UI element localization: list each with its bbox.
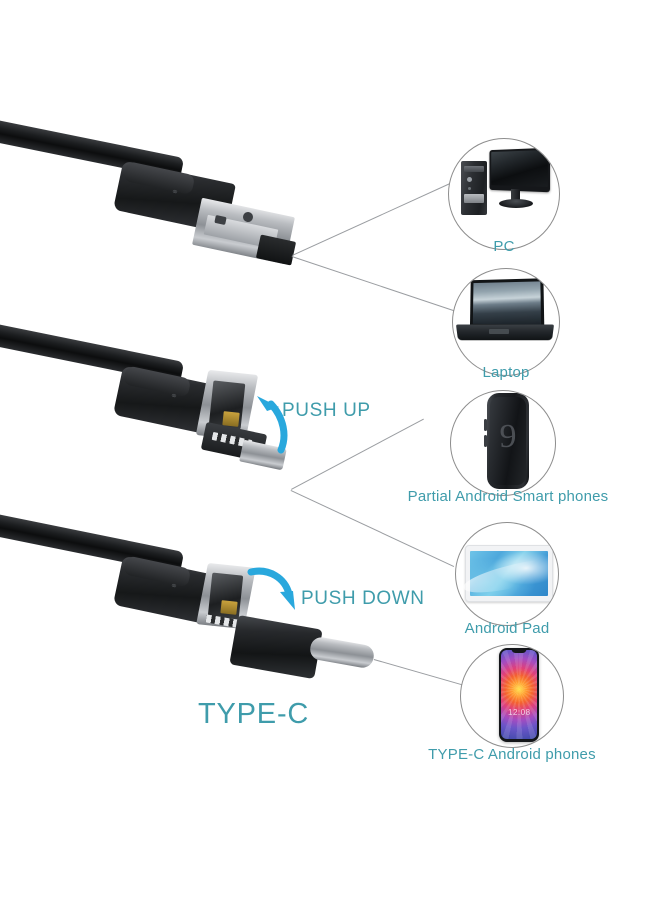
tablet-wallpaper-wave <box>460 552 558 599</box>
device-circle-pc[interactable] <box>448 138 560 250</box>
device-circle-typec-phone[interactable]: 12:08 <box>460 644 564 748</box>
push-up-label: PUSH UP <box>282 400 371 421</box>
laptop-trackpad <box>489 329 509 334</box>
connector-line-pc <box>292 182 452 256</box>
device-circle-laptop[interactable] <box>452 268 560 376</box>
monitor-screen <box>491 149 548 187</box>
connector-line-laptop <box>291 256 458 313</box>
micro-usb-gold-contacts <box>222 411 240 427</box>
push-down-label: PUSH DOWN <box>301 588 425 609</box>
smartphone-icon: 9 <box>487 393 529 489</box>
usb-c-plug-body <box>229 614 323 680</box>
device-circle-android-pad[interactable] <box>455 522 559 626</box>
device-circle-android-phone[interactable]: 9 <box>450 390 556 496</box>
smartphone-screen: 9 <box>490 397 526 485</box>
type-c-label: TYPE-C <box>198 698 310 730</box>
usb-c-oval-tip <box>308 635 376 670</box>
smartphone-side-buttons <box>484 419 487 431</box>
typec-phone-notch <box>511 648 527 653</box>
micro-usb-gold-contacts-row3 <box>220 600 238 615</box>
device-label-laptop: Laptop <box>482 364 530 381</box>
tablet-screen <box>460 551 558 599</box>
monitor-neck <box>511 189 520 201</box>
typec-wallpaper-rays <box>501 650 537 739</box>
monitor-base <box>499 199 533 208</box>
push-up-arrow-icon <box>257 396 288 454</box>
laptop-screen <box>472 281 542 325</box>
tablet-icon <box>460 545 558 602</box>
device-label-android-pad: Android Pad <box>464 620 550 637</box>
smartphone-notch-icon: 12:08 <box>499 648 539 742</box>
typec-phone-clock: 12:08 <box>508 708 531 717</box>
galaxy-nine-logo: 9 <box>499 418 517 456</box>
device-label-typec-phone: TYPE-C Android phones <box>428 746 596 763</box>
device-label-android-phone: Partial Android Smart phones <box>407 488 609 505</box>
laptop-lid-icon <box>469 278 545 328</box>
desktop-tower-icon <box>461 161 487 215</box>
device-label-pc: PC <box>493 238 515 255</box>
push-down-arrow-icon <box>247 567 295 610</box>
monitor-icon <box>489 147 551 193</box>
connector-line-android-phone <box>291 418 424 490</box>
typec-phone-screen: 12:08 <box>501 650 537 739</box>
tower-drive-dots-icon <box>467 177 472 182</box>
